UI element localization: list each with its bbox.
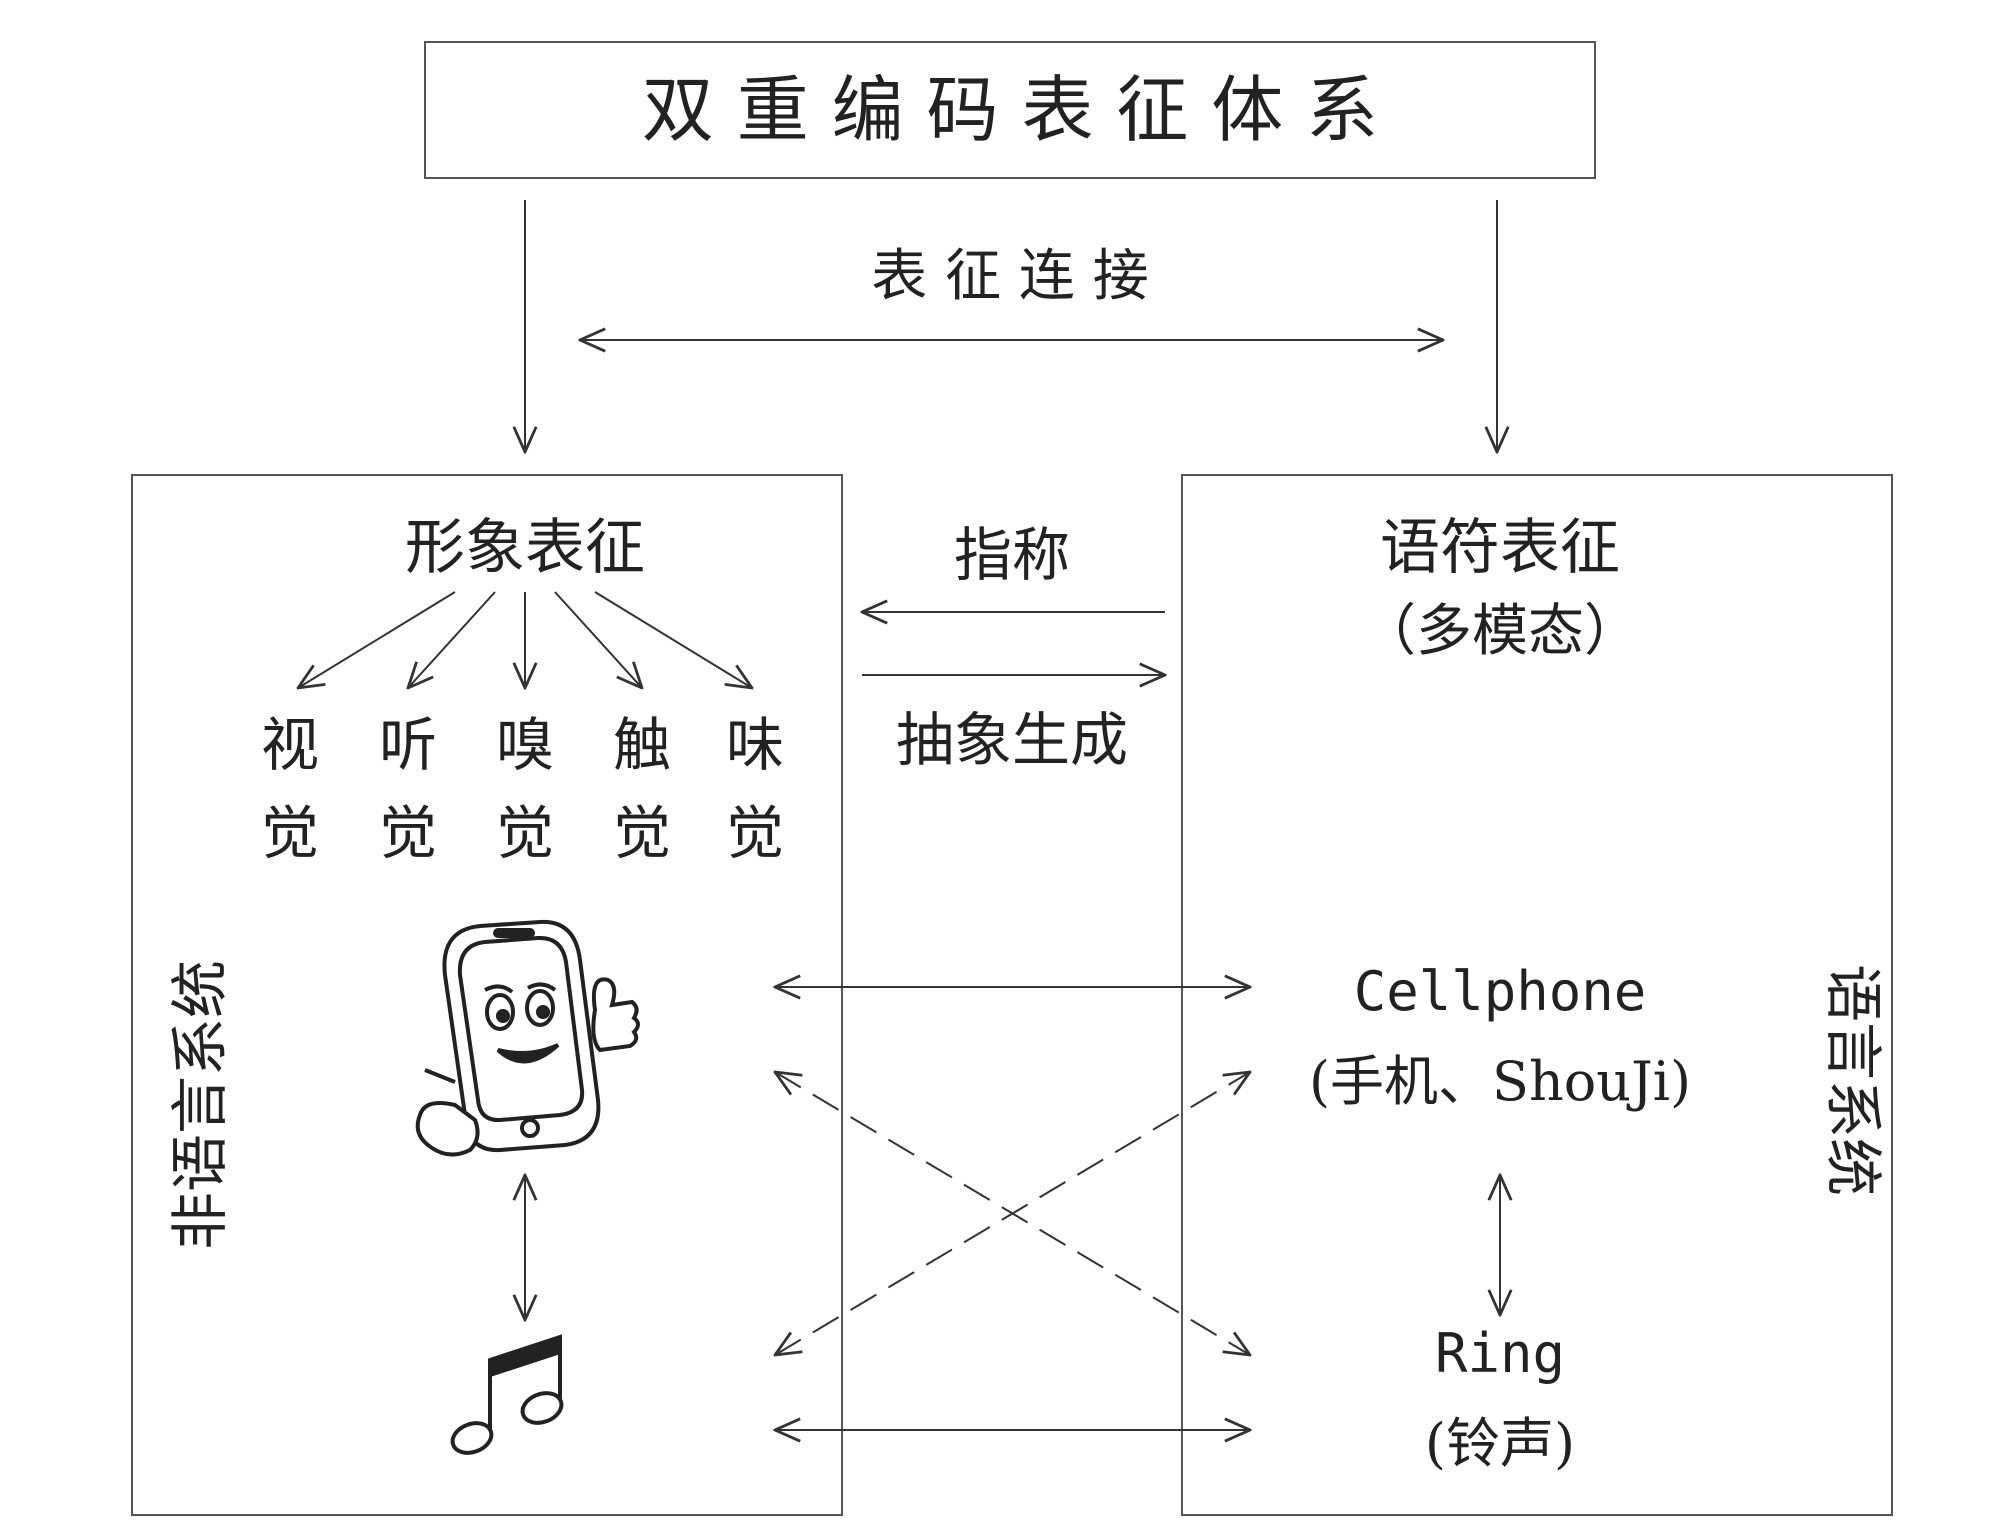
- sense-vision-bottom: 觉: [261, 799, 319, 867]
- sense-vision-top: 视: [261, 711, 319, 779]
- logogen-heading: 语符表征: [1380, 513, 1620, 583]
- title-box: [424, 41, 1596, 179]
- sense-fan-arrows: [298, 591, 752, 688]
- refer-label: 指称: [954, 521, 1070, 589]
- ring-image-phone-word-dashed-link: [775, 1072, 1250, 1355]
- link-label: 表 征 连 接: [871, 244, 1148, 309]
- word-cellphone: Cellphone: [1354, 960, 1647, 1023]
- word-ring-translation: (铃声): [1425, 1412, 1575, 1475]
- imagery-heading: 形象表征: [405, 513, 645, 583]
- sense-smell-top: 嗅: [496, 711, 554, 779]
- sense-touch-top: 触: [613, 711, 671, 779]
- diagram-title: 双 重 编 码 表 征 体 系: [642, 68, 1378, 152]
- sense-smell-bottom: 觉: [496, 799, 554, 867]
- verbal-system-label: 语言系统: [1819, 964, 1887, 1196]
- word-ring: Ring: [1435, 1322, 1565, 1385]
- music-note-icon: [450, 1334, 564, 1455]
- cartoon-phone-icon: [415, 919, 640, 1157]
- sense-hearing-bottom: 觉: [379, 799, 437, 867]
- abstract-label: 抽象生成: [896, 706, 1128, 774]
- sense-hearing-top: 听: [379, 711, 437, 779]
- nonverbal-system-label: 非语言系统: [166, 960, 234, 1250]
- sense-taste-top: 味: [726, 711, 784, 779]
- sense-touch-bottom: 觉: [613, 799, 671, 867]
- word-cellphone-translation: (手机、ShouJi): [1309, 1050, 1691, 1113]
- sense-taste-bottom: 觉: [726, 799, 784, 867]
- logogen-subheading: （多模态）: [1360, 599, 1640, 664]
